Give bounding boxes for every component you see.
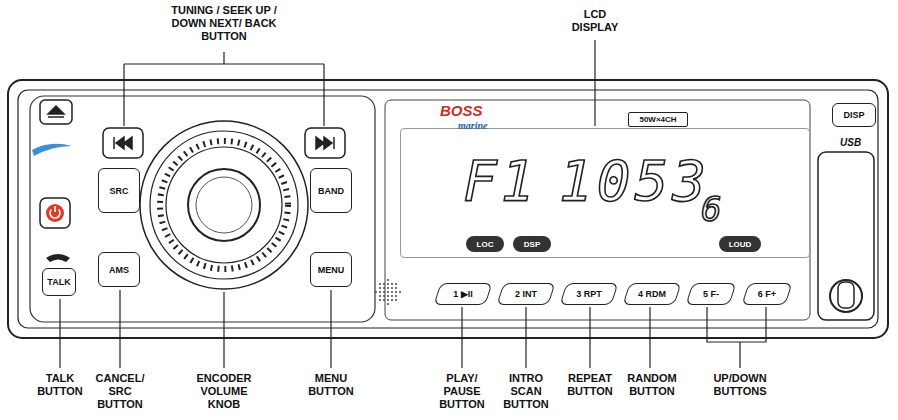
faceplate-inner (18, 90, 878, 328)
power-badge: 50W×4CH (628, 112, 688, 127)
button-label: 2 INT (515, 289, 537, 299)
button-label: LOUD (729, 240, 752, 249)
brand-swoosh (32, 144, 72, 156)
callout-label: RANDOM BUTTON (621, 372, 683, 398)
ams-button: AMS (98, 252, 140, 287)
preset-button: 1 ▶II (437, 283, 489, 305)
preset-button: 4 RDM (626, 283, 678, 305)
next-icon (316, 137, 334, 149)
knob-center (188, 169, 260, 241)
button-label: DISP (843, 110, 864, 120)
encoder-volume-knob (166, 147, 282, 263)
indicator: LOUD (719, 236, 761, 252)
faceplate (8, 80, 888, 338)
button-label: DSP (524, 240, 540, 249)
usb-socket (830, 280, 862, 312)
marine-text: marine (458, 119, 487, 132)
eject-button (40, 100, 72, 124)
button-label: 6 F+ (758, 289, 776, 299)
usb-door (818, 152, 874, 320)
callout-label: UP/DOWN BUTTONS (705, 372, 775, 398)
prev-button (103, 128, 143, 158)
button-label: 4 RDM (638, 289, 666, 299)
preset-button: 6 F+ (745, 283, 789, 305)
knob-ring (140, 121, 308, 289)
knob-ring (150, 131, 298, 279)
boss-text: BOSS (440, 104, 483, 117)
power-light (46, 204, 64, 222)
indicator: LOC (466, 236, 504, 252)
prev-icon (114, 137, 132, 149)
callout-label: ENCODER VOLUME KNOB (192, 372, 256, 411)
callout-label: REPEAT BUTTON (562, 372, 618, 398)
lcd-display: F1 10536LOC DSP LOUD (400, 128, 810, 258)
callout-label: TUNING / SEEK UP / DOWN NEXT/ BACK BUTTO… (162, 4, 286, 43)
power-icon (50, 206, 60, 218)
button-label: 5 F- (703, 289, 719, 299)
preset-button: 5 F- (689, 283, 733, 305)
callout-label: CANCEL/ SRC BUTTON (91, 372, 149, 411)
next-button (305, 128, 345, 158)
button-label: SRC (109, 186, 128, 196)
button-label: LOC (477, 240, 494, 249)
knob-center (196, 177, 252, 233)
callout-label: TALK BUTTON (34, 372, 86, 398)
disp-button: DISP (832, 103, 876, 127)
lcd-digits: 1053 (559, 151, 710, 211)
speaker-grille (375, 279, 401, 305)
indicator: DSP (513, 236, 551, 252)
eject-icon (48, 106, 64, 117)
usb-socket (838, 282, 854, 308)
talk-button: TALK (42, 268, 76, 296)
callout-label: LCD DISPLAY (564, 8, 626, 34)
callout-label: INTRO SCAN BUTTON (500, 372, 552, 411)
usb-text: USB (840, 136, 861, 149)
phone-icon (46, 254, 70, 262)
callout-label: MENU BUTTON (305, 372, 357, 398)
button-label: BAND (318, 186, 344, 196)
button-label: 3 RPT (576, 289, 602, 299)
button-label: 1 ▶II (453, 289, 473, 299)
src-button: SRC (98, 168, 140, 213)
preset-button: 3 RPT (563, 283, 615, 305)
button-label: AMS (109, 265, 129, 275)
power-button (40, 198, 70, 228)
preset-button: 2 INT (500, 283, 552, 305)
button-label: TALK (47, 277, 70, 287)
display-panel (385, 100, 810, 320)
knob-knurl (160, 141, 288, 269)
control-panel (30, 96, 375, 322)
callout-label: PLAY/ PAUSE BUTTON (436, 372, 488, 411)
menu-button: MENU (310, 252, 352, 287)
button-label: MENU (318, 265, 345, 275)
band-button: BAND (310, 168, 352, 213)
lcd-digits: 6 (701, 179, 725, 239)
button-label: 50W×4CH (639, 115, 676, 124)
lcd-digits: F1 (463, 151, 538, 211)
